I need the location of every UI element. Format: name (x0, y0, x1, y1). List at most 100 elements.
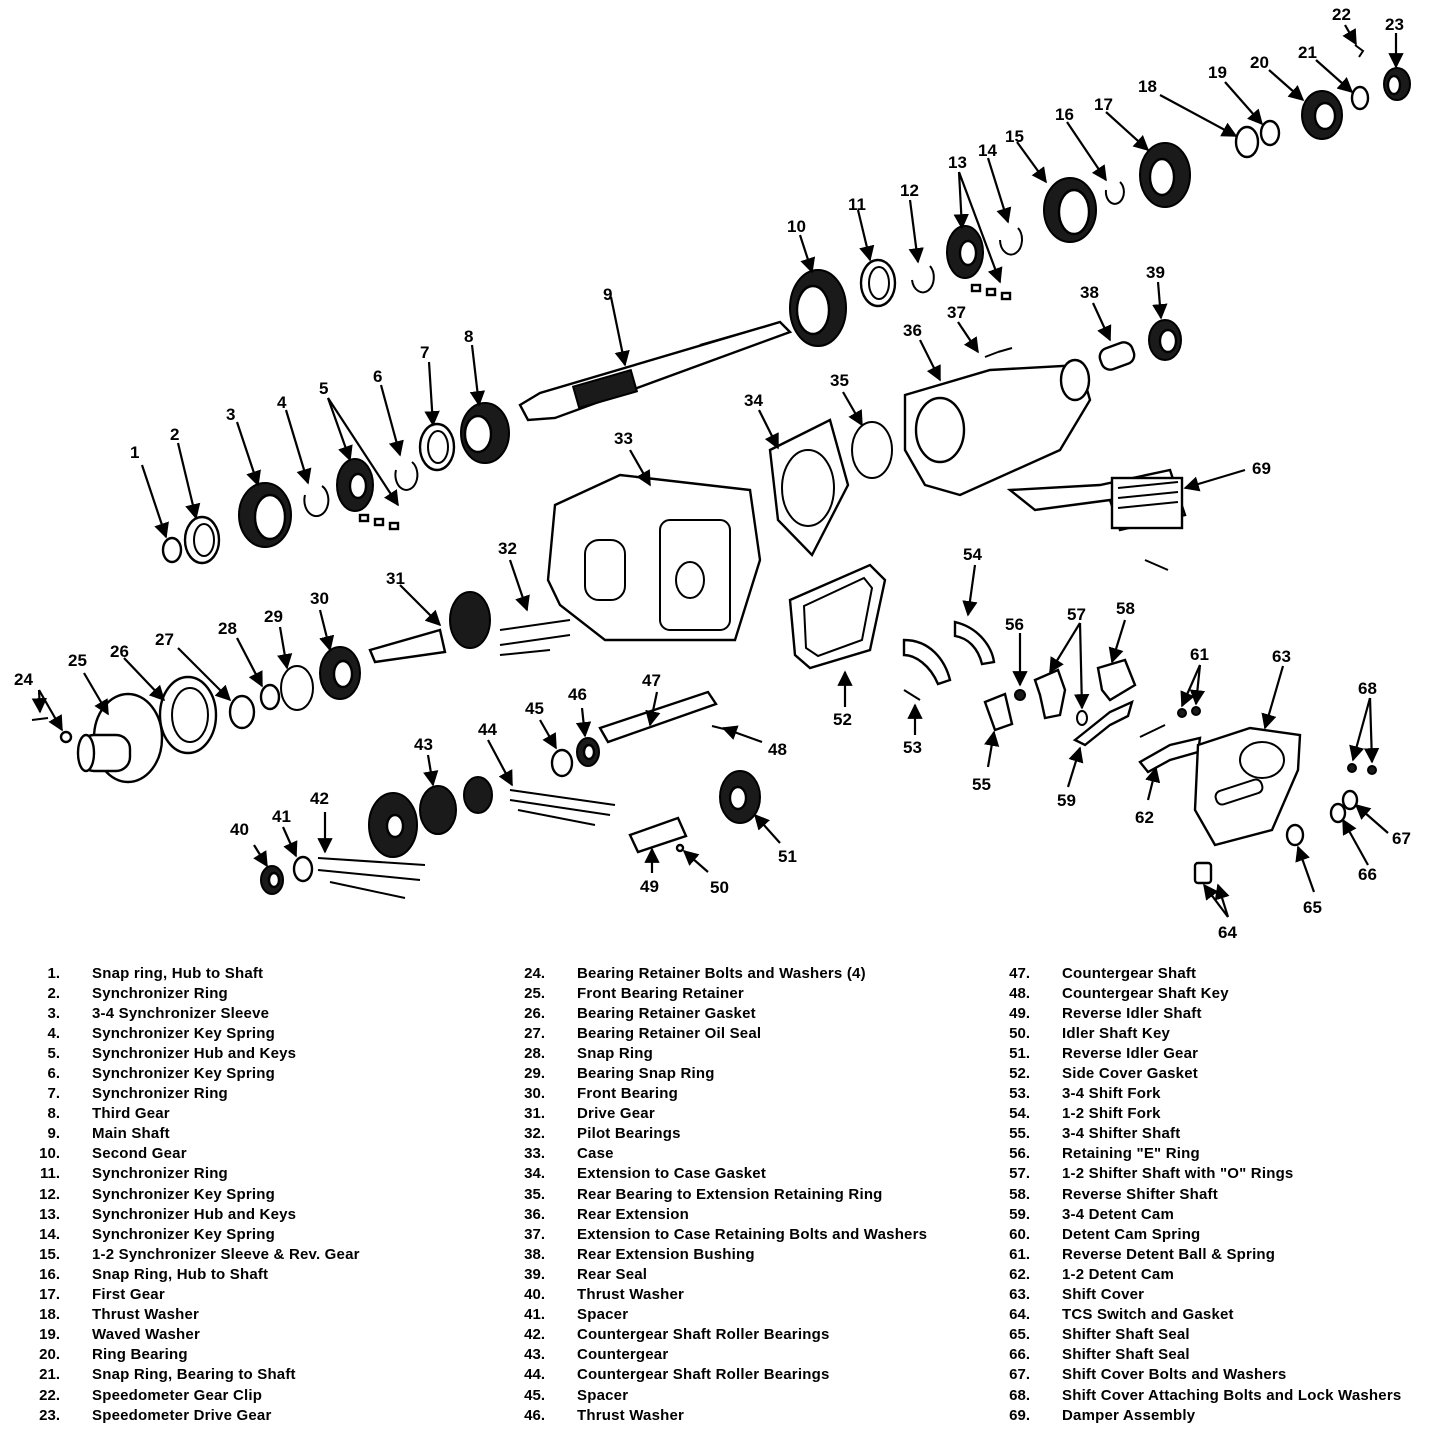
legend-label: 3-4 Detent Cam (1062, 1205, 1174, 1223)
legend-label: Shift Cover Bolts and Washers (1062, 1366, 1287, 1384)
legend-item: 1.Snap ring, Hub to Shaft (12, 963, 360, 983)
legend-label: Bearing Snap Ring (577, 1065, 715, 1083)
legend-label: Thrust Washer (577, 1406, 685, 1424)
legend-number: 15. (39, 1245, 60, 1263)
part-retaining-ring-35 (851, 421, 893, 479)
legend-number: 31. (524, 1105, 545, 1123)
callout-43: 43 (414, 735, 433, 754)
legend-label: Synchronizer Hub and Keys (92, 1205, 297, 1223)
legend-label: Rear Extension (577, 1205, 690, 1223)
legend-label: Rear Bearing to Extension Retaining Ring (577, 1185, 883, 1203)
part-snap-ring-1 (161, 536, 183, 564)
part-gasket-34 (768, 418, 850, 558)
legend-item: 9.Main Shaft (12, 1124, 360, 1144)
legend-number: 66. (1009, 1346, 1030, 1364)
legend-item: 16.Snap Ring, Hub to Shaft (12, 1264, 360, 1284)
legend-label: Synchronizer Ring (92, 1165, 228, 1183)
callout-7: 7 (420, 343, 429, 362)
legend-number: 24. (524, 964, 545, 982)
legend-item: 34.Extension to Case Gasket (497, 1164, 927, 1184)
legend-item: 36.Rear Extension (497, 1204, 927, 1224)
legend-number: 5. (47, 1044, 60, 1062)
legend-label: Reverse Shifter Shaft (1062, 1185, 1218, 1203)
legend-number: 23. (39, 1406, 60, 1424)
callout-24: 24 (14, 670, 33, 689)
legend-label: 1-2 Shift Fork (1062, 1105, 1161, 1123)
legend-column-2: 24.Bearing Retainer Bolts and Washers (4… (497, 963, 927, 1425)
legend-label: Pilot Bearings (577, 1125, 681, 1143)
legend-label: Snap Ring, Hub to Shaft (92, 1265, 269, 1283)
legend-number: 61. (1009, 1245, 1030, 1263)
callout-69: 69 (1252, 459, 1271, 478)
legend-number: 27. (524, 1024, 545, 1042)
legend-label: Rear Seal (577, 1265, 648, 1283)
legend-item: 56.Retaining "E" Ring (982, 1144, 1401, 1164)
part-spacer-41 (292, 855, 314, 883)
part-sync-sleeve-3 (238, 482, 292, 548)
legend-number: 37. (524, 1225, 545, 1243)
legend-label: Synchronizer Key Spring (92, 1024, 275, 1042)
legend-label: Ring Bearing (92, 1346, 188, 1364)
callout-8: 8 (464, 327, 473, 346)
legend-number: 32. (524, 1125, 545, 1143)
legend-number: 48. (1009, 984, 1030, 1002)
part-snap-ring-16 (1104, 181, 1125, 205)
callout-2: 2 (170, 425, 179, 444)
legend-label: Countergear Shaft Roller Bearings (577, 1366, 830, 1384)
callout-39: 39 (1146, 263, 1165, 282)
legend-column-1: 1.Snap ring, Hub to Shaft 2. Synchronizer… (12, 963, 360, 1425)
callout-41: 41 (272, 807, 291, 826)
callout-37: 37 (947, 303, 966, 322)
callout-68: 68 (1358, 679, 1377, 698)
legend-label: Damper Assembly (1062, 1406, 1196, 1424)
part-roller-bearings-44 (509, 789, 616, 826)
callout-31: 31 (386, 569, 405, 588)
legend-number: 40. (524, 1286, 545, 1304)
legend-number: 28. (524, 1044, 545, 1062)
legend-item: 41.Spacer (497, 1305, 927, 1325)
legend-number: 20. (39, 1346, 60, 1364)
legend-label: Synchronizer Ring (92, 984, 228, 1002)
callout-34: 34 (744, 391, 763, 410)
part-snap-ring-29 (280, 665, 314, 711)
legend-item: 8. Third Gear (12, 1104, 360, 1124)
legend-label: Synchronizer Key Spring (92, 1185, 275, 1203)
callout-17: 17 (1094, 95, 1113, 114)
part-damper-69 (1006, 468, 1187, 532)
part-countergear-43 (368, 776, 493, 858)
legend-label: Snap Ring (577, 1044, 653, 1062)
part-countergear-shaft-47 (598, 690, 718, 744)
legend-label: Third Gear (92, 1105, 170, 1123)
legend-item: 57.1-2 Shifter Shaft with "O" Rings (982, 1164, 1401, 1184)
legend-number: 55. (1009, 1125, 1030, 1143)
part-detent-ball-61 (1177, 706, 1201, 718)
legend-item: 31.Drive Gear (497, 1104, 927, 1124)
legend-item: 42.Countergear Shaft Roller Bearings (497, 1325, 927, 1345)
legend-label: Speedometer Gear Clip (92, 1386, 263, 1404)
part-gasket-26 (158, 675, 218, 755)
part-drive-gear-31 (368, 591, 491, 664)
callout-16: 16 (1055, 105, 1074, 124)
legend-number: 67. (1009, 1366, 1030, 1384)
legend-number: 10. (39, 1145, 60, 1163)
part-bushing-38 (1098, 341, 1136, 371)
callout-65: 65 (1303, 898, 1322, 917)
legend-item: 4.Synchronizer Key Spring (12, 1023, 360, 1043)
legend-number: 8. (47, 1105, 60, 1123)
legend-label: Shifter Shaft Seal (1062, 1326, 1190, 1344)
part-gear-clip-22 (1354, 44, 1365, 58)
legend-item: 23.Speedometer Drive Gear (12, 1405, 360, 1425)
legend-number: 1. (47, 964, 60, 982)
legend-number: 2. (47, 984, 60, 1002)
callout-3: 3 (226, 405, 235, 424)
legend-number: 21. (39, 1366, 60, 1384)
legend-item: 11.Synchronizer Ring (12, 1164, 360, 1184)
legend-item: 24.Bearing Retainer Bolts and Washers (4… (497, 963, 927, 983)
part-e-ring-56 (1014, 689, 1026, 701)
legend-number: 59. (1009, 1205, 1030, 1223)
legend-number: 25. (524, 984, 545, 1002)
legend-label: Snap Ring, Bearing to Shaft (92, 1366, 296, 1384)
callout-11: 11 (848, 195, 866, 214)
legend-item: 21. Snap Ring, Bearing to Shaft (12, 1365, 360, 1385)
callout-25: 25 (68, 651, 87, 670)
